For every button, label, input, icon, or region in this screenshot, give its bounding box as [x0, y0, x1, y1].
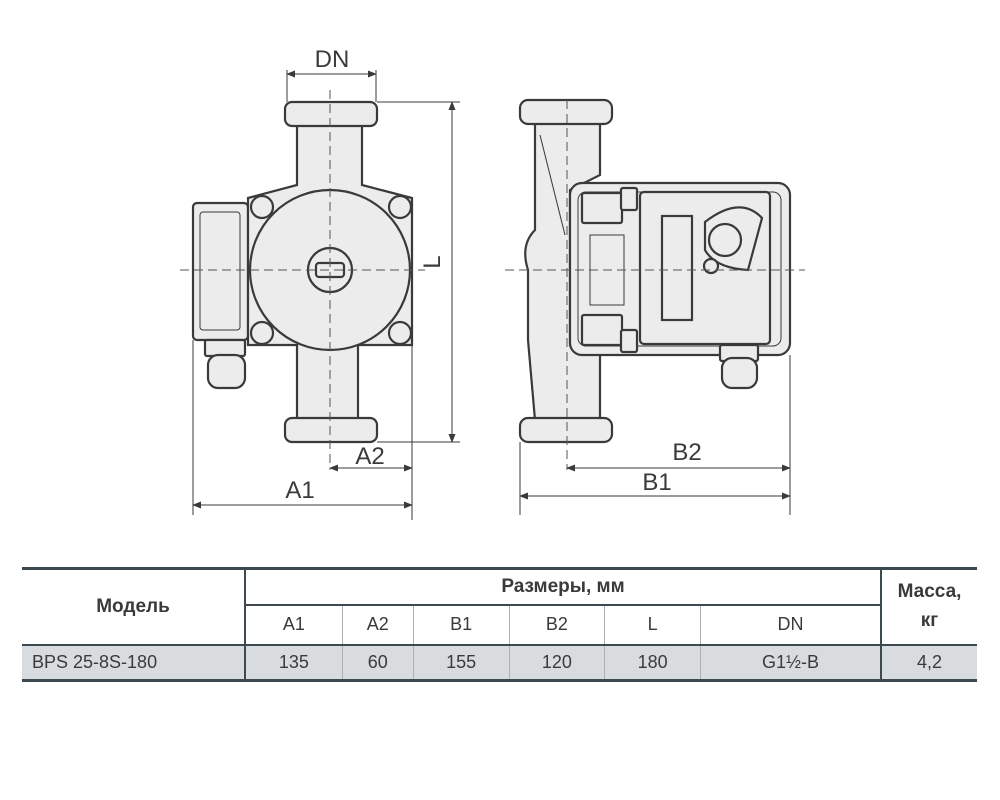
- column-header-a2: A2: [341, 603, 414, 645]
- mass-header-line2: кг: [920, 609, 939, 631]
- model-cell: BPS 25-8S-180: [22, 643, 246, 681]
- table-row: BPS 25-8S-180 135 60 155 120 180 G1½-B 4…: [22, 643, 977, 681]
- dimension-lines-front: [192, 70, 460, 520]
- mass-cell: 4,2: [880, 643, 977, 681]
- value-cell-b2: 120: [508, 643, 605, 681]
- pump-front-view: [180, 90, 425, 470]
- value-cell-b1: 155: [412, 643, 510, 681]
- value-cell-dn: G1½-B: [699, 643, 881, 681]
- column-header-dn: DN: [699, 603, 881, 645]
- dimension-lines-side: [519, 355, 791, 515]
- dim-label-a1: A1: [285, 477, 314, 504]
- model-column-header: Модель: [22, 568, 246, 645]
- value-cell-a1: 135: [244, 643, 343, 681]
- value-cell-a2: 60: [341, 643, 414, 681]
- dim-label-b2: B2: [672, 439, 701, 466]
- dimensions-group-header: Размеры, мм: [501, 575, 625, 597]
- column-header-a1: A1: [245, 603, 343, 645]
- mass-header-line1: Масса,: [897, 581, 962, 603]
- dim-label-b1: B1: [642, 469, 671, 496]
- value-cell-l: 180: [604, 643, 701, 681]
- column-header-l: L: [604, 603, 701, 645]
- pump-side-view: [505, 98, 805, 470]
- mass-column-header: Масса, кг: [880, 568, 977, 645]
- dim-label-l: L: [419, 255, 446, 268]
- specifications-table: Модель Размеры, мм Масса, кг A1 A2 B1 B2…: [22, 567, 977, 682]
- dim-label-a2: A2: [355, 443, 384, 470]
- dim-label-dn: DN: [315, 46, 350, 73]
- column-header-b2: B2: [508, 603, 605, 645]
- column-header-b1: B1: [412, 603, 510, 645]
- pump-dimension-drawing: DN L A2 A1 B2: [180, 46, 805, 520]
